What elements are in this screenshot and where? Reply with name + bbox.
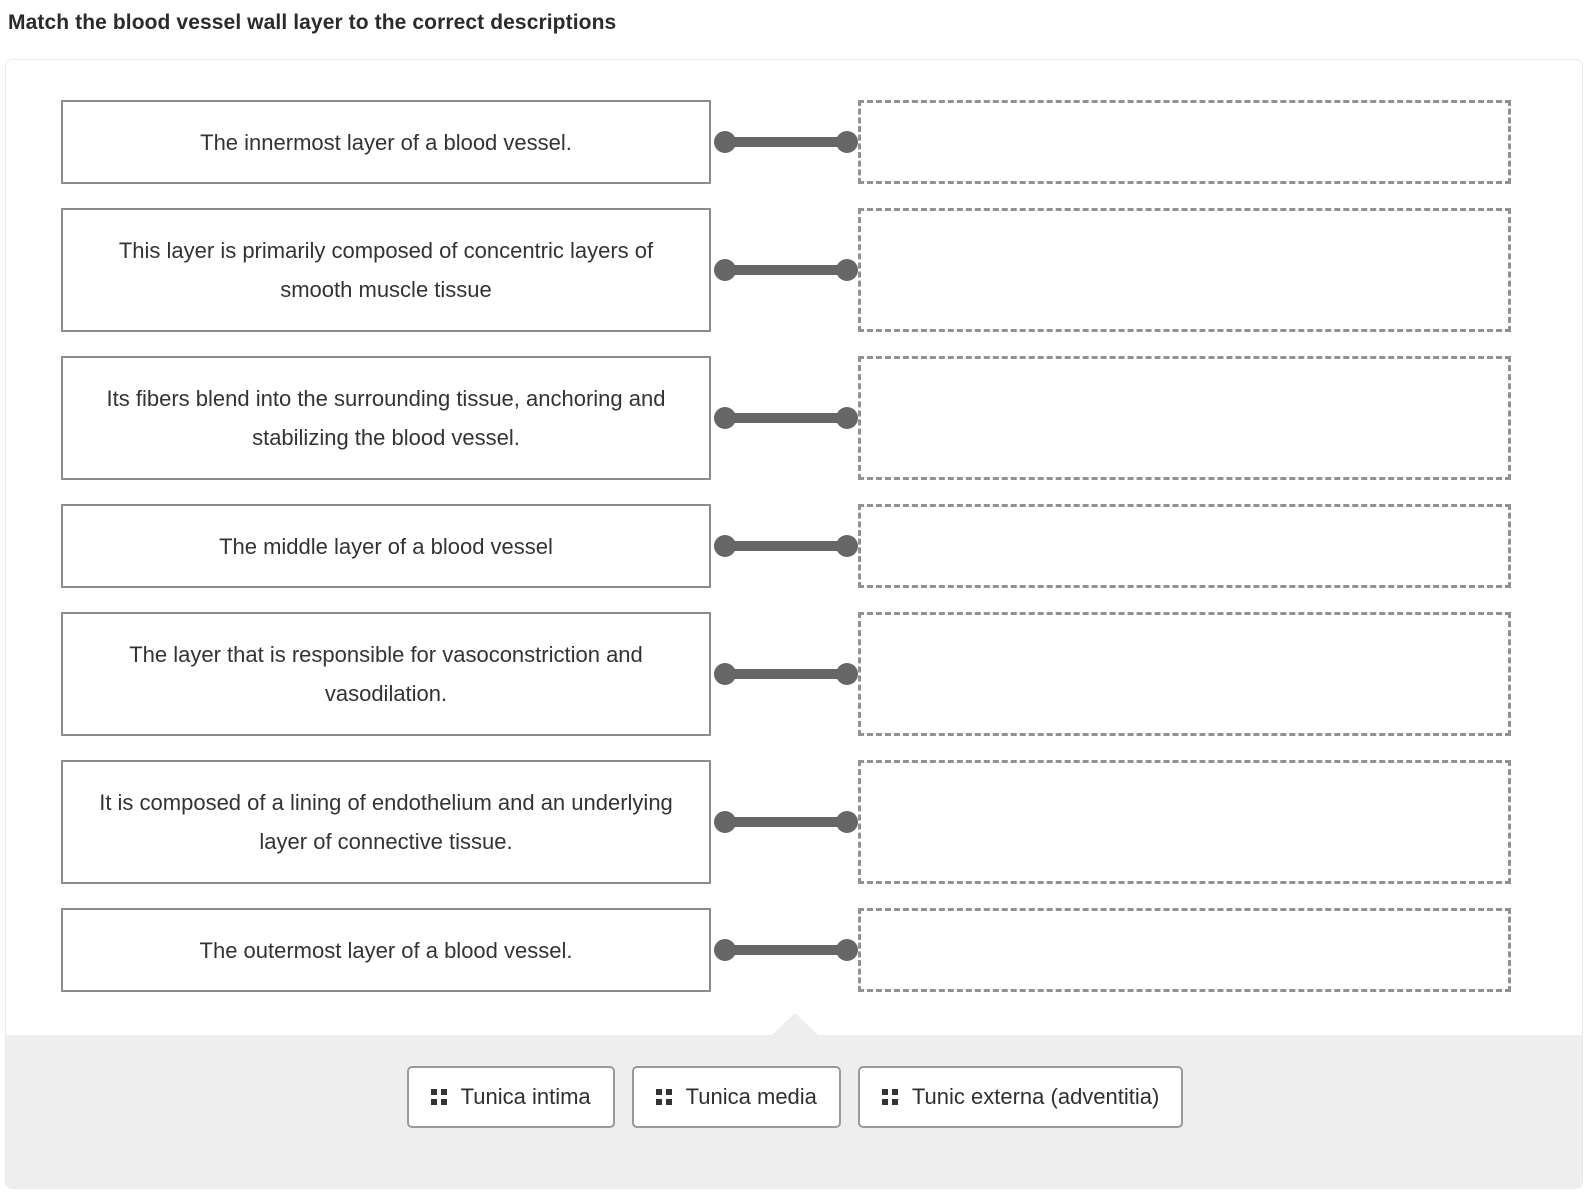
drop-zone[interactable] (858, 612, 1511, 736)
match-row: The middle layer of a blood vessel (61, 504, 1561, 588)
connector-bar (722, 413, 850, 423)
connector-link (714, 811, 858, 833)
prompt-text: Its fibers blend into the surrounding ti… (106, 386, 666, 450)
connector-knob-left (714, 939, 736, 961)
connector-bar (722, 137, 850, 147)
prompt-box: This layer is primarily composed of conc… (61, 208, 711, 332)
connector-bar (722, 669, 850, 679)
answer-chip-tunica-media[interactable]: Tunica media (631, 1066, 841, 1128)
match-rows-region: The innermost layer of a blood vessel. T… (6, 60, 1582, 1037)
connector-knob-right (836, 131, 858, 153)
prompt-box: Its fibers blend into the surrounding ti… (61, 356, 711, 480)
connector-knob-right (836, 535, 858, 557)
drop-zone[interactable] (858, 908, 1511, 992)
match-row: The outermost layer of a blood vessel. (61, 908, 1561, 992)
prompt-text: The middle layer of a blood vessel (219, 533, 553, 559)
connector-link (714, 535, 858, 557)
drop-zone[interactable] (858, 356, 1511, 480)
prompt-text: The innermost layer of a blood vessel. (200, 129, 572, 155)
drag-handle-icon[interactable] (881, 1089, 898, 1105)
prompt-text: This layer is primarily composed of conc… (118, 238, 654, 302)
connector-knob-left (714, 535, 736, 557)
prompt-box: The layer that is responsible for vasoco… (61, 612, 711, 736)
connector-bar (722, 265, 850, 275)
prompt-box: The middle layer of a blood vessel (61, 504, 711, 588)
prompt-box: The outermost layer of a blood vessel. (61, 908, 711, 992)
connector-knob-left (714, 811, 736, 833)
connector-bar (722, 945, 850, 955)
answer-chip-list: Tunica intima Tunica media Tunic externa… (6, 1066, 1582, 1128)
drag-handle-icon[interactable] (430, 1089, 447, 1105)
prompt-text: The outermost layer of a blood vessel. (199, 937, 573, 963)
connector-knob-right (836, 811, 858, 833)
answer-chip-label: Tunica intima (460, 1084, 591, 1109)
drop-zone[interactable] (858, 208, 1511, 332)
match-row: This layer is primarily composed of conc… (61, 208, 1561, 332)
connector-knob-right (836, 259, 858, 281)
connector-knob-right (836, 939, 858, 961)
connector-knob-left (714, 663, 736, 685)
connector-knob-left (714, 407, 736, 429)
answer-chip-label: Tunica media (685, 1084, 817, 1109)
page-title: Match the blood vessel wall layer to the… (8, 11, 617, 34)
answer-bank-tray: Tunica intima Tunica media Tunic externa… (6, 1013, 1582, 1188)
answer-chip-tunic-externa[interactable]: Tunic externa (adventitia) (857, 1066, 1184, 1128)
drop-zone[interactable] (858, 100, 1511, 184)
connector-knob-left (714, 131, 736, 153)
matching-question-card: The innermost layer of a blood vessel. T… (5, 59, 1583, 1189)
connector-bar (722, 817, 850, 827)
match-row: The innermost layer of a blood vessel. (61, 100, 1561, 184)
prompt-text: The layer that is responsible for vasoco… (129, 642, 643, 706)
connector-knob-left (714, 259, 736, 281)
answer-chip-label: Tunic externa (adventitia) (911, 1084, 1160, 1109)
prompt-text: It is composed of a lining of endotheliu… (99, 790, 673, 854)
connector-bar (722, 541, 850, 551)
connector-knob-right (836, 663, 858, 685)
tray-notch-triangle (772, 1013, 818, 1035)
drop-zone[interactable] (858, 760, 1511, 884)
connector-link (714, 939, 858, 961)
drag-handle-icon[interactable] (655, 1089, 672, 1105)
match-row: The layer that is responsible for vasoco… (61, 612, 1561, 736)
match-row: It is composed of a lining of endotheliu… (61, 760, 1561, 884)
connector-link (714, 663, 858, 685)
connector-link (714, 259, 858, 281)
prompt-box: It is composed of a lining of endotheliu… (61, 760, 711, 884)
match-row: Its fibers blend into the surrounding ti… (61, 356, 1561, 480)
connector-link (714, 407, 858, 429)
drop-zone[interactable] (858, 504, 1511, 588)
answer-chip-tunica-intima[interactable]: Tunica intima (406, 1066, 615, 1128)
connector-link (714, 131, 858, 153)
prompt-box: The innermost layer of a blood vessel. (61, 100, 711, 184)
connector-knob-right (836, 407, 858, 429)
